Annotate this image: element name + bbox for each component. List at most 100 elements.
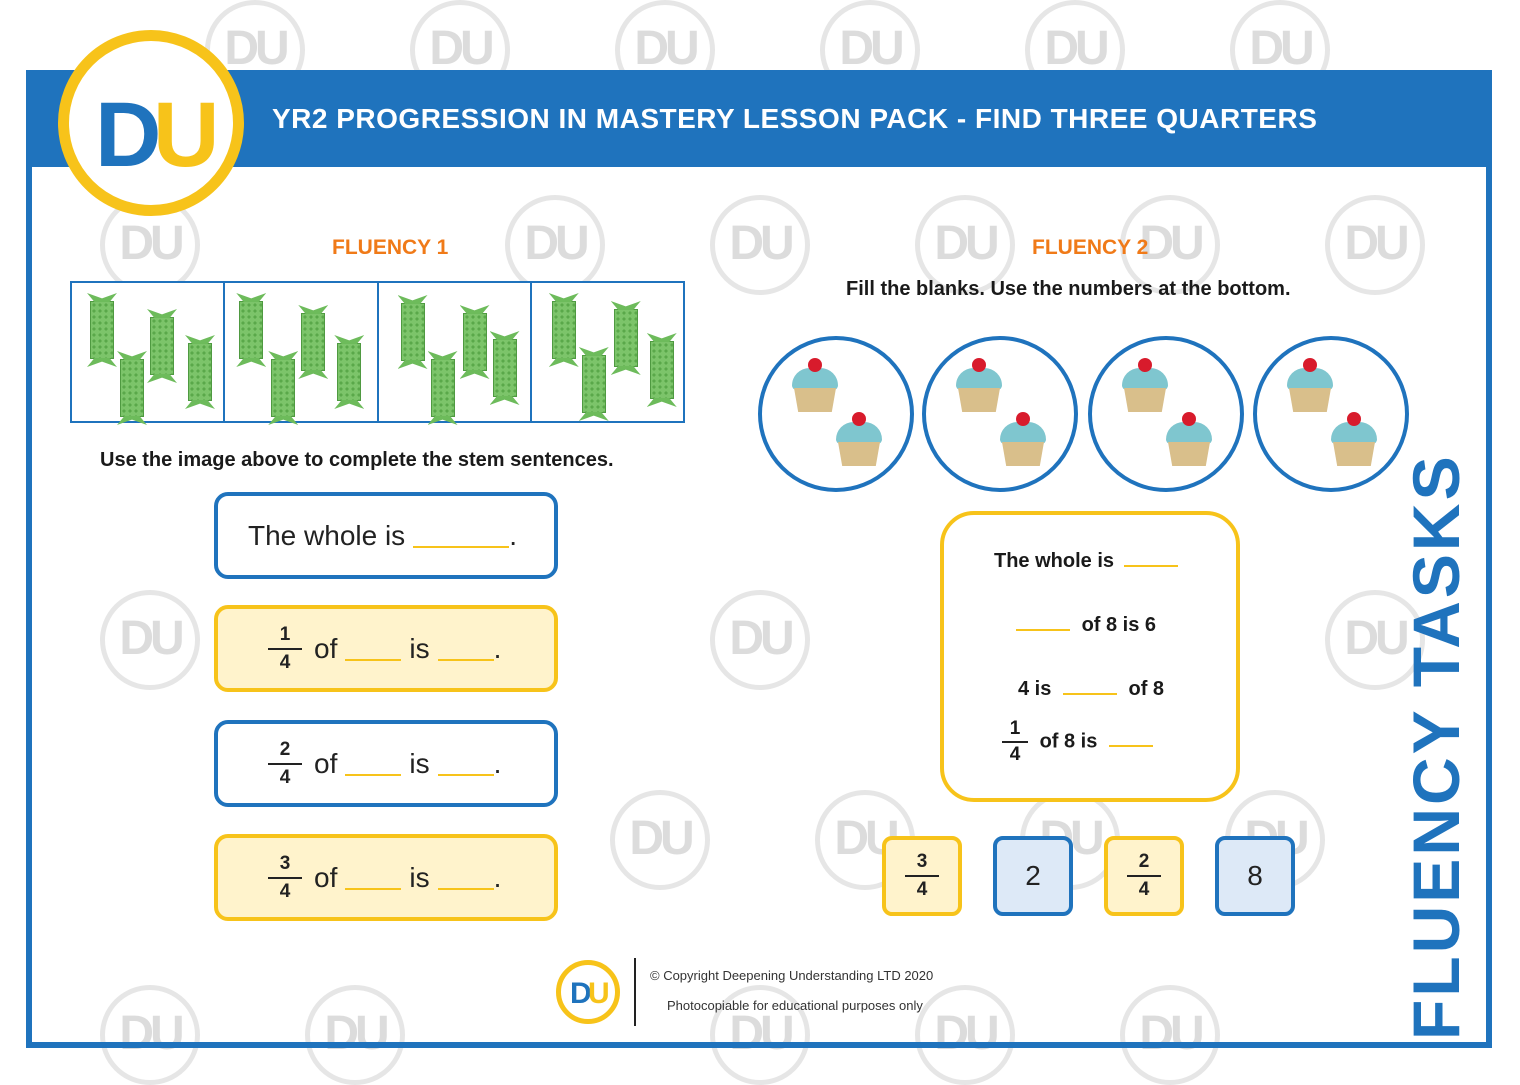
answer-blank[interactable]	[1108, 727, 1153, 748]
cupcake-plate	[758, 336, 914, 492]
candy-group	[225, 283, 379, 421]
fraction-bar	[905, 875, 939, 877]
fraction-denominator: 4	[1009, 744, 1021, 765]
candy-icon	[301, 313, 326, 371]
fluency-1-instruction: Use the image above to complete the stem…	[100, 449, 614, 471]
card-value: 2	[1025, 860, 1041, 891]
stem-is: is	[409, 861, 430, 893]
fill-text: of 8	[1128, 678, 1165, 700]
fraction-numerator: 1	[279, 623, 291, 645]
candy-group	[379, 283, 532, 421]
fraction: 2 4	[268, 739, 302, 789]
fill-text: 4 is	[1018, 678, 1052, 700]
candy-icon	[120, 359, 144, 417]
answer-blank[interactable]	[437, 866, 494, 890]
fraction-denominator: 4	[279, 766, 291, 788]
answer-blank[interactable]	[345, 637, 402, 661]
fill-line-four-is: 4 is of 8	[1018, 675, 1164, 701]
answer-blank[interactable]	[1062, 675, 1117, 695]
side-label: FLUENCY TASKS	[1399, 453, 1473, 1040]
fraction-denominator: 4	[279, 651, 291, 673]
stem-end: .	[493, 632, 502, 664]
candy-icon	[462, 313, 487, 371]
candy-icon	[271, 359, 296, 417]
cupcake-plate	[922, 336, 1078, 492]
number-card-two-quarters[interactable]: 2 4	[1104, 836, 1184, 916]
fraction-numerator: 2	[1138, 851, 1150, 872]
fraction: 2 4	[1127, 851, 1161, 901]
stem-sentence-three-quarters: 3 4 of is .	[214, 834, 558, 921]
answer-blank[interactable]	[413, 524, 510, 548]
logo-letter-u: U	[588, 977, 610, 1010]
fill-line-of-eight: of 8 is 6	[1016, 611, 1156, 637]
fraction-bar	[1127, 875, 1161, 877]
fill-the-blanks-box: The whole is of 8 is 6 4 is of 8 1 4 of …	[940, 511, 1240, 802]
cupcake-icon	[1285, 358, 1335, 414]
logo-letter-d: D	[570, 977, 592, 1010]
brand-logo: D U	[58, 30, 244, 216]
answer-blank[interactable]	[345, 752, 402, 776]
candy-icon	[337, 343, 362, 401]
candy-icon	[150, 317, 174, 375]
answer-blank[interactable]	[1123, 547, 1178, 567]
candy-icon	[649, 341, 674, 399]
watermark-logo: DU	[1120, 195, 1220, 295]
candy-icon	[581, 355, 606, 413]
watermark-logo: DU	[710, 590, 810, 690]
fill-text: The whole is	[994, 550, 1115, 572]
stem-text: The whole is	[248, 519, 406, 551]
candy-icon	[239, 301, 264, 359]
candy-icon	[613, 309, 638, 367]
fraction-numerator: 2	[279, 738, 291, 760]
fraction-numerator: 1	[1009, 718, 1021, 739]
number-card-eight[interactable]: 8	[1215, 836, 1295, 916]
number-card-three-quarters[interactable]: 3 4	[882, 836, 962, 916]
answer-blank[interactable]	[437, 637, 494, 661]
footer-note: Photocopiable for educational purposes o…	[667, 998, 923, 1013]
candy-icon	[551, 301, 576, 359]
fluency-2-title: FLUENCY 2	[1032, 236, 1149, 259]
header-bar	[26, 70, 1492, 167]
stem-of: of	[314, 747, 338, 779]
cupcake-icon	[1164, 412, 1214, 468]
cupcake-icon	[1120, 358, 1170, 414]
fraction-numerator: 3	[279, 852, 291, 874]
logo-letter-d: D	[95, 84, 162, 186]
cupcake-plate	[1088, 336, 1244, 492]
watermark-logo: DU	[710, 195, 810, 295]
stem-end: .	[509, 519, 517, 551]
stem-sentence-whole: The whole is .	[214, 492, 558, 579]
candy-icon	[400, 303, 425, 361]
cupcake-icon	[998, 412, 1048, 468]
watermark-logo: DU	[915, 195, 1015, 295]
cupcake-icon	[1329, 412, 1379, 468]
fill-text: of 8 is	[1039, 730, 1098, 753]
watermark-logo: DU	[610, 790, 710, 890]
stem-is: is	[409, 747, 430, 779]
cupcake-icon	[790, 358, 840, 414]
fraction: 1 4	[1002, 719, 1028, 765]
answer-blank[interactable]	[437, 752, 494, 776]
fraction: 3 4	[268, 853, 302, 903]
stem-sentence-one-quarter: 1 4 of is .	[214, 605, 558, 692]
answer-blank[interactable]	[345, 866, 402, 890]
candy-icon	[430, 359, 455, 417]
watermark-logo: DU	[1325, 195, 1425, 295]
number-card-two[interactable]: 2	[993, 836, 1073, 916]
answer-blank[interactable]	[1016, 611, 1070, 631]
watermark-logo: DU	[615, 0, 715, 100]
fill-line-whole: The whole is	[994, 547, 1178, 573]
logo-letter-u: U	[153, 84, 220, 186]
fraction-denominator: 4	[279, 880, 291, 902]
candy-grid	[70, 281, 685, 423]
footer-logo: D U	[556, 960, 620, 1024]
stem-end: .	[493, 861, 502, 893]
watermark-logo: DU	[1230, 0, 1330, 100]
fraction-denominator: 4	[916, 879, 928, 900]
fraction-bar	[268, 876, 302, 879]
stem-sentence-two-quarters: 2 4 of is .	[214, 720, 558, 807]
cupcake-icon	[954, 358, 1004, 414]
fluency-2-instruction: Fill the blanks. Use the numbers at the …	[846, 278, 1291, 300]
cupcake-icon	[834, 412, 884, 468]
candy-group	[532, 283, 683, 421]
